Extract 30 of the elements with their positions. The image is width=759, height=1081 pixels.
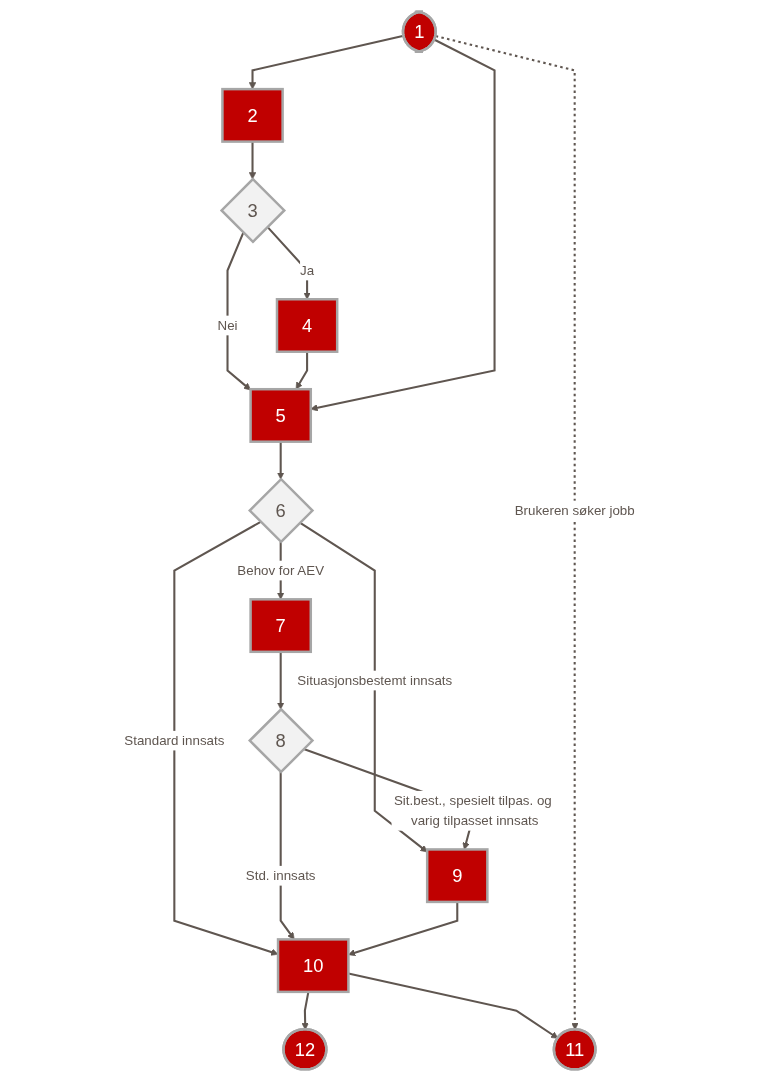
arrow [277,651,285,710]
edge-label: Std. innsats [245,868,316,883]
edge-label: Nei [217,317,238,333]
node-box: 7 [249,598,312,654]
arrow [173,520,279,956]
arrow [279,771,295,940]
edge-label: Ja [300,263,315,278]
edge-label: Brukeren søker jobb [514,503,635,518]
arrow [277,441,285,480]
arrow [348,972,559,1039]
node-box: 9 [425,848,489,904]
arrow [310,38,496,412]
edge-label: Situasjonsbestemt innsats [297,673,453,688]
edge-label: Standard innsats [124,733,225,748]
node-box: 4 [275,298,339,353]
node-box: 2 [221,87,284,143]
edge-label: Sit.best., spesielt tilpas. og varig tilpasset innsats [393,793,552,828]
edge-label: Behov for AEV [237,563,325,578]
node-diamond: 8 [248,707,315,774]
node-box: 10 [276,938,350,994]
arrow [266,226,311,300]
arrow [226,232,251,391]
node-diamond: 3 [219,177,287,244]
arrow [248,141,257,180]
arrow [348,901,459,957]
arrow [248,34,404,90]
arrow [295,351,309,390]
arrow [299,521,428,853]
node-box: 5 [249,387,312,443]
node-diamond: 6 [248,477,315,544]
